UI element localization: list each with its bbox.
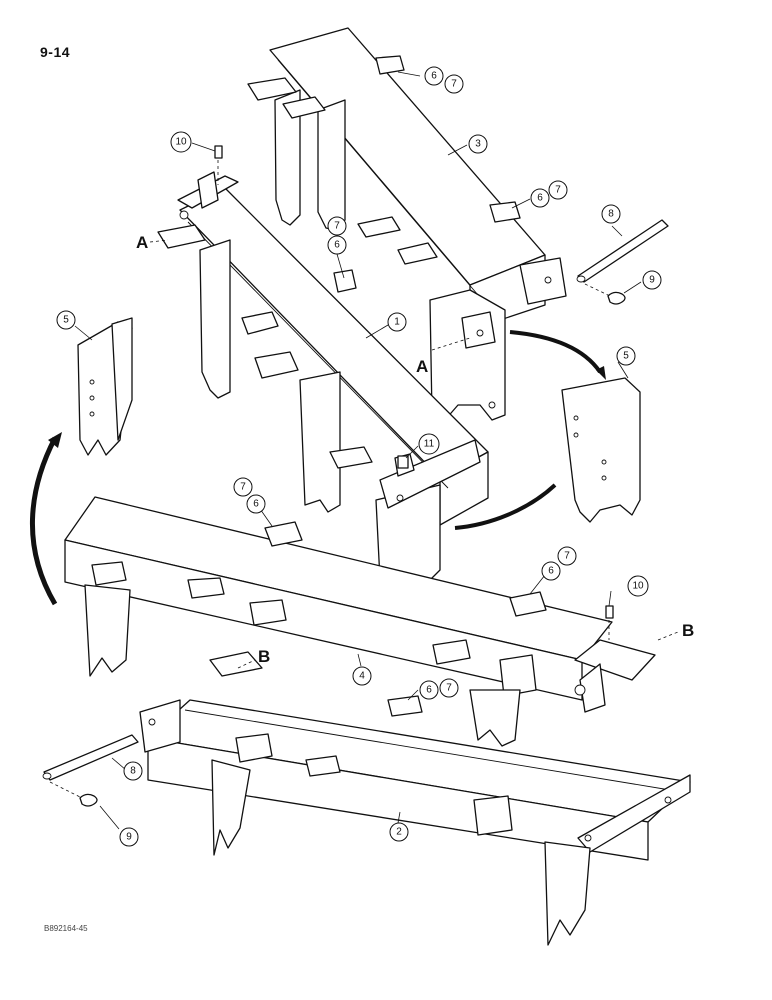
callout-6-lower: 6 bbox=[419, 680, 439, 700]
clip-part-9-bottom bbox=[49, 781, 98, 807]
callout-3: 3 bbox=[468, 134, 488, 154]
svg-text:7: 7 bbox=[451, 79, 457, 90]
callout-7-right: 7 bbox=[557, 546, 577, 566]
svg-text:6: 6 bbox=[537, 193, 543, 204]
grease-fitting-part-10-bottom bbox=[605, 605, 614, 640]
pin-part-8-top bbox=[576, 219, 669, 283]
beam-part-2 bbox=[139, 651, 691, 946]
beam-part-4 bbox=[64, 496, 656, 747]
callout-11: 11 bbox=[418, 433, 440, 455]
callout-9-bottom: 9 bbox=[119, 827, 139, 847]
svg-text:4: 4 bbox=[359, 671, 365, 682]
reference-letters: A A B B bbox=[136, 233, 694, 669]
svg-text:5: 5 bbox=[63, 315, 69, 326]
callout-7-left: 7 bbox=[233, 477, 253, 497]
callout-10-top: 10 bbox=[170, 131, 192, 153]
callout-8-top: 8 bbox=[601, 204, 621, 224]
svg-text:10: 10 bbox=[632, 581, 644, 592]
callout-4: 4 bbox=[352, 666, 372, 686]
callout-6-top: 6 bbox=[424, 66, 444, 86]
callout-6-right: 6 bbox=[541, 561, 561, 581]
callout-9-top: 9 bbox=[642, 270, 662, 290]
svg-text:6: 6 bbox=[426, 685, 432, 696]
pin-part-8-bottom bbox=[42, 734, 139, 781]
callout-6-upper: 6 bbox=[327, 235, 347, 255]
svg-text:6: 6 bbox=[253, 499, 259, 510]
callout-2: 2 bbox=[389, 822, 409, 842]
upright-part-5-left bbox=[77, 317, 133, 456]
callout-6-mid: 6 bbox=[530, 188, 550, 208]
callout-10-bottom: 10 bbox=[627, 575, 649, 597]
grease-fitting-part-10-top bbox=[214, 145, 223, 185]
beam-part-3 bbox=[247, 27, 567, 421]
callout-5-right: 5 bbox=[616, 346, 636, 366]
svg-text:11: 11 bbox=[424, 439, 435, 450]
svg-text:7: 7 bbox=[240, 482, 246, 493]
callout-6-left: 6 bbox=[246, 494, 266, 514]
svg-text:2: 2 bbox=[396, 827, 402, 838]
beam-part-1 bbox=[157, 171, 489, 583]
callout-7-upper: 7 bbox=[327, 216, 347, 236]
svg-text:7: 7 bbox=[564, 551, 570, 562]
callout-7-mid: 7 bbox=[548, 180, 568, 200]
svg-text:7: 7 bbox=[446, 683, 452, 694]
assembly-arrows bbox=[30, 330, 606, 606]
svg-text:6: 6 bbox=[548, 566, 554, 577]
reference-letter-a-2: A bbox=[416, 357, 428, 376]
svg-text:1: 1 bbox=[394, 317, 400, 328]
svg-text:9: 9 bbox=[126, 832, 132, 843]
fitting-part-11 bbox=[397, 455, 409, 469]
svg-text:7: 7 bbox=[334, 221, 340, 232]
reference-letter-b-1: B bbox=[682, 621, 694, 640]
svg-text:5: 5 bbox=[623, 351, 629, 362]
callout-8-bottom: 8 bbox=[123, 761, 143, 781]
page-number: 9-14 bbox=[40, 44, 71, 60]
reference-letter-b-2: B bbox=[258, 647, 270, 666]
leader-lines bbox=[74, 71, 642, 830]
figure-code: B892164-45 bbox=[44, 924, 88, 933]
upright-part-5-right bbox=[561, 377, 641, 523]
callout-7-top: 7 bbox=[444, 74, 464, 94]
svg-text:10: 10 bbox=[175, 137, 187, 148]
callout-7-lower: 7 bbox=[439, 678, 459, 698]
svg-text:8: 8 bbox=[130, 766, 136, 777]
callout-1: 1 bbox=[387, 312, 407, 332]
svg-text:7: 7 bbox=[555, 185, 561, 196]
svg-text:8: 8 bbox=[608, 209, 614, 220]
clip-part-9-top bbox=[584, 283, 626, 305]
svg-text:3: 3 bbox=[475, 139, 481, 150]
svg-text:6: 6 bbox=[431, 71, 437, 82]
callout-5-left: 5 bbox=[56, 310, 76, 330]
reference-letter-a-1: A bbox=[136, 233, 148, 252]
callouts: 6 7 3 10 6 7 8 bbox=[56, 66, 662, 847]
svg-text:6: 6 bbox=[334, 240, 340, 251]
svg-text:9: 9 bbox=[649, 275, 655, 286]
